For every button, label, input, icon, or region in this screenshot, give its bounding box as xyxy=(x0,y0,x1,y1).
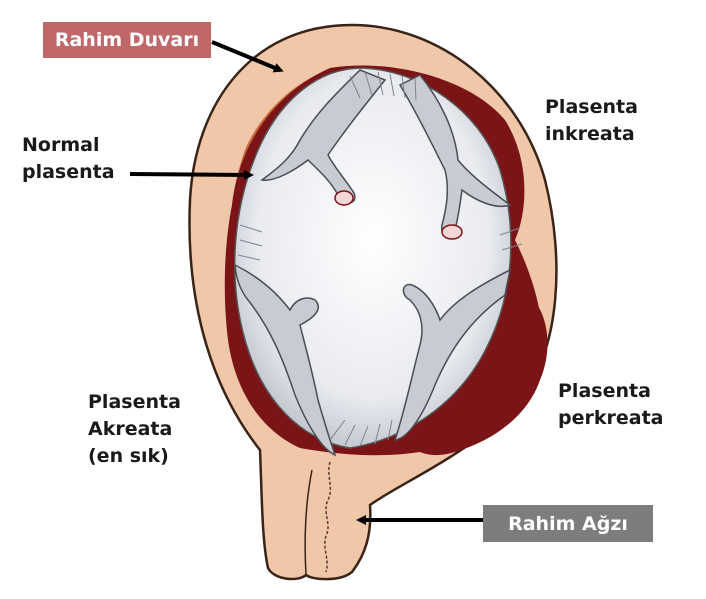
arrow-normal-plasenta xyxy=(129,169,254,180)
label-line: perkreata xyxy=(558,407,664,429)
label-plasenta-inkreata: Plasenta inkreata xyxy=(545,94,638,148)
label-plasenta-perkreata: Plasenta perkreata xyxy=(558,378,663,432)
label-line: Plasenta xyxy=(545,96,638,118)
label-line: Normal xyxy=(22,134,100,156)
normal-placenta-layer xyxy=(232,70,330,205)
label-rahim-agzi: Rahim Ağzı xyxy=(483,505,653,542)
label-line: plasenta xyxy=(22,161,115,183)
label-normal-plasenta: Normal plasenta xyxy=(22,132,115,186)
label-line: Plasenta xyxy=(88,391,181,413)
placenta-perkreata-bulge xyxy=(410,285,548,456)
cervix-midline xyxy=(304,469,313,576)
cervical-canal xyxy=(324,461,332,573)
label-line: (en sık) xyxy=(88,445,169,467)
label-plasenta-akreata: Plasenta Akreata (en sık) xyxy=(88,389,181,470)
label-rahim-duvari: Rahim Duvarı xyxy=(43,22,211,58)
pointer-arrows xyxy=(129,40,483,525)
label-line: inkreata xyxy=(545,123,635,145)
chorionic-villi xyxy=(234,69,523,457)
label-line: Akreata xyxy=(88,418,173,440)
label-line: Plasenta xyxy=(558,380,651,402)
arrow-rahim-duvari xyxy=(211,40,284,73)
